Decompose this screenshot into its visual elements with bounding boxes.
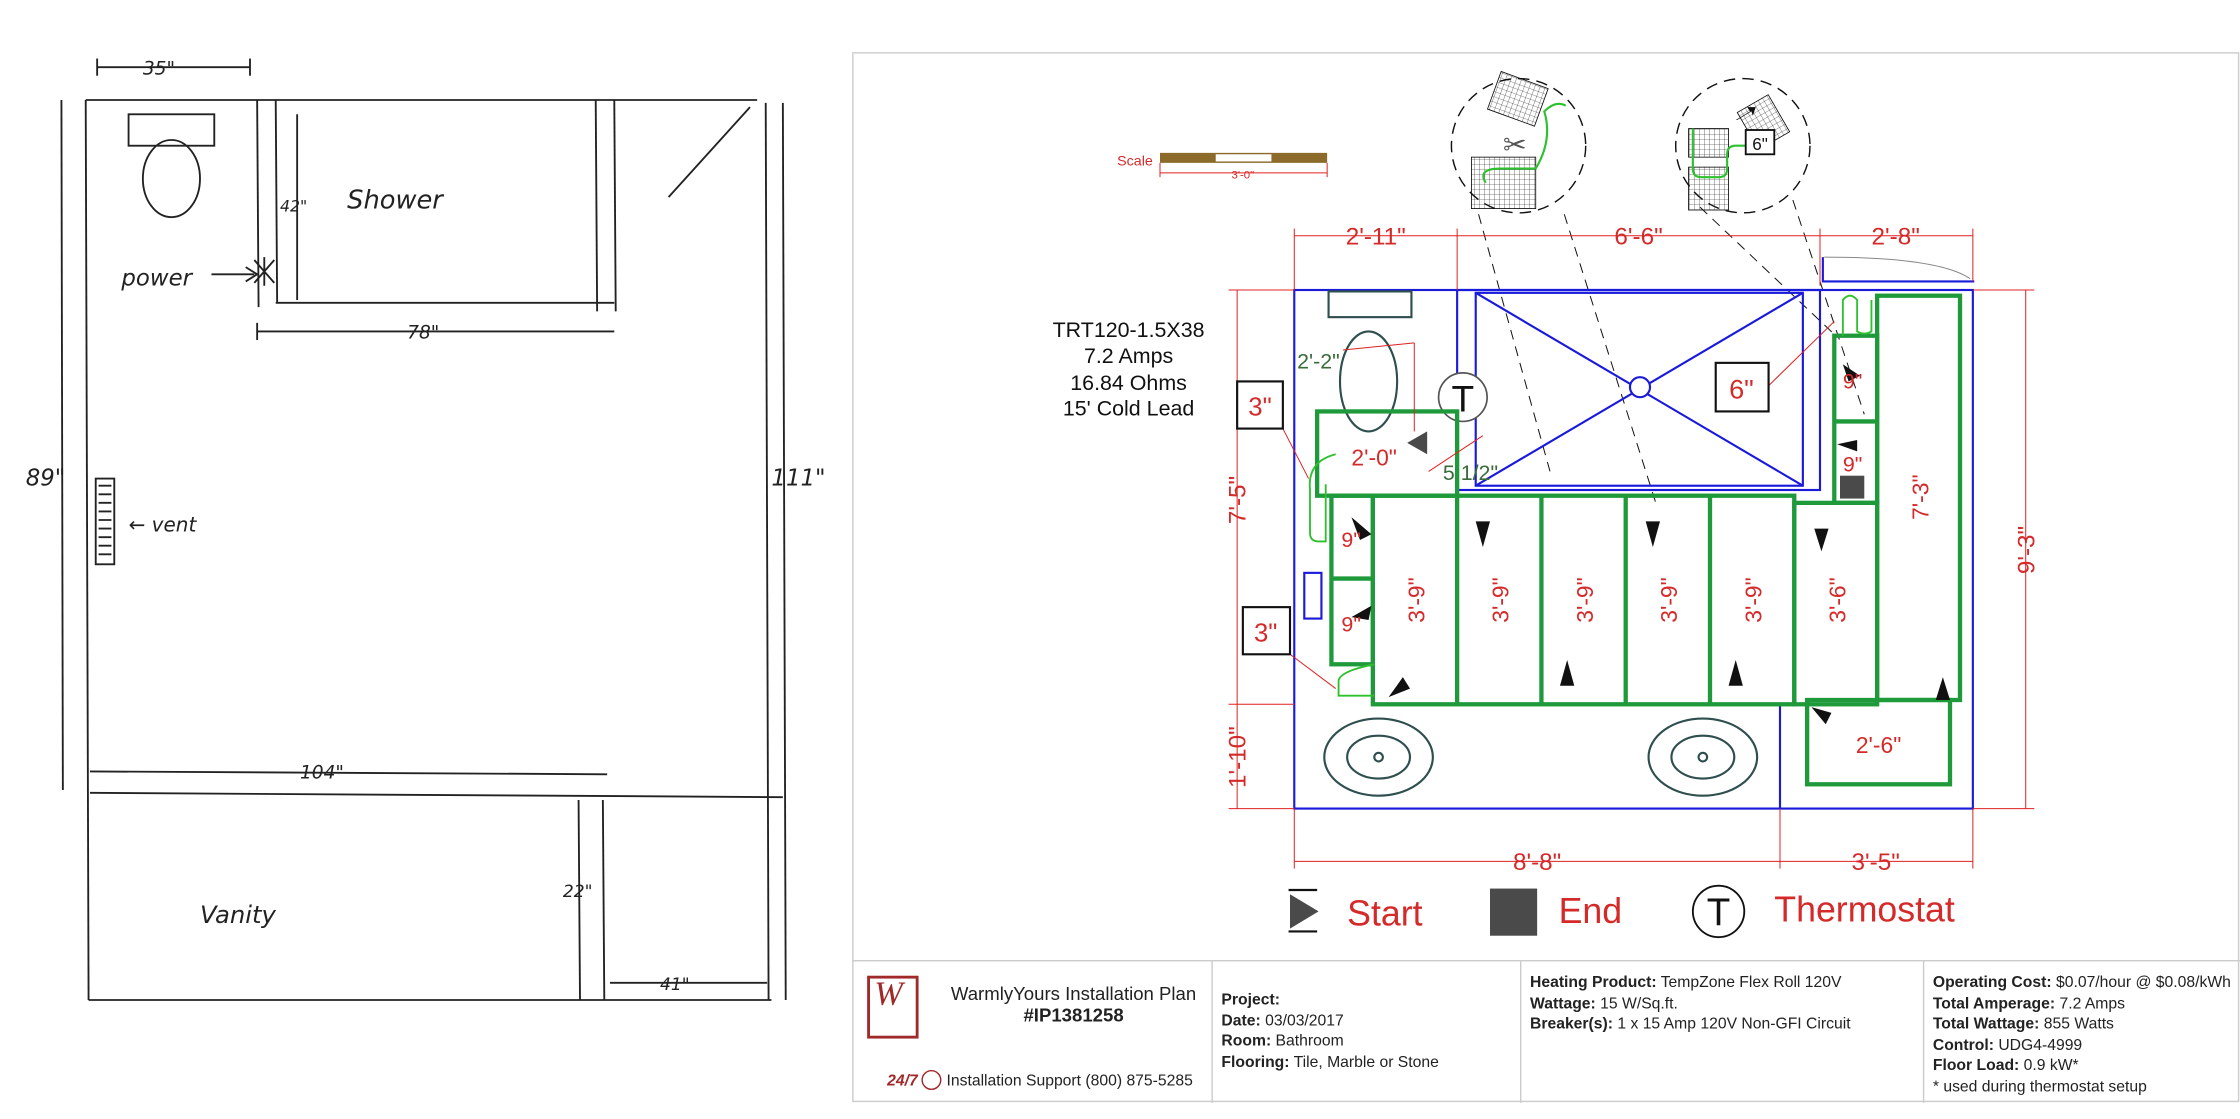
gap-detail-callout: 6" <box>1674 77 1865 415</box>
start-marker <box>1407 431 1428 455</box>
direction-arrows <box>1351 364 1950 725</box>
gap-callout-box <box>1714 361 1770 413</box>
mat-label: 2'-6" <box>1856 732 1901 758</box>
mat-label: 9" <box>1843 452 1863 476</box>
room-walls <box>1293 257 1975 810</box>
thermostat-glyph: T <box>1452 377 1475 419</box>
sketch-dim-shower-width: 78" <box>407 323 439 344</box>
support-badge: 24/7 <box>887 1072 918 1090</box>
thermostat-offset: 5 1/2" <box>1443 461 1498 485</box>
cut-detail-callout: ✂ <box>1450 70 1658 508</box>
sketch-dim-bottom-right: 41" <box>660 975 690 995</box>
dim-top-right: 2'-8" <box>1872 223 1920 250</box>
sinks <box>1323 717 1759 797</box>
sketch-dim-vanity-depth: 22" <box>563 882 593 902</box>
svg-text:15' Cold Lead: 15' Cold Lead <box>1063 397 1194 421</box>
sketch-dim-shower-depth: 42" <box>280 196 307 215</box>
svg-text:3": 3" <box>1254 619 1277 647</box>
mat-label: 3'-9" <box>1656 577 1682 623</box>
svg-text:Thermostat: Thermostat <box>1774 889 1955 929</box>
dim-top-left: 2'-11" <box>1346 223 1406 250</box>
brand-cell: W WarmlyYours Installation Plan #IP13812… <box>853 961 1213 1103</box>
cold-lead-wiring <box>1308 294 1873 697</box>
plan-number: #IP1381258 <box>1023 1003 1124 1025</box>
mat-label: 9" <box>1843 370 1863 394</box>
gap-callout-box <box>1241 606 1292 656</box>
info-panel: W WarmlyYours Installation Plan #IP13812… <box>852 959 2240 1103</box>
dim-left-upper: 7'-5" <box>1225 476 1252 524</box>
scissors-icon: ✂ <box>1503 129 1527 161</box>
mat-label: 3'-9" <box>1740 577 1766 623</box>
mat-label: 3'-6" <box>1825 577 1851 623</box>
svg-text:16.84 Ohms: 16.84 Ohms <box>1070 371 1187 395</box>
sketch-vanity-label: Vanity <box>200 900 277 929</box>
mat-label: 7'-3" <box>1908 474 1934 520</box>
dimension-lines <box>1228 228 2035 869</box>
heating-mats <box>1314 293 1963 787</box>
toilet <box>1327 290 1413 433</box>
sketch-vent-label: ← vent <box>129 512 198 536</box>
plan-sheet-frame <box>852 52 2240 1103</box>
detail-gap-label: 6" <box>1752 134 1768 154</box>
svg-text:6": 6" <box>1729 374 1754 405</box>
legend-end: End <box>1489 888 1623 936</box>
dim-top-mid: 6'-6" <box>1614 223 1662 250</box>
sketch-dim-right: 111" <box>771 466 825 492</box>
dim-bottom-right: 3'-5" <box>1852 849 1900 876</box>
gap-callout-box <box>1236 380 1284 430</box>
start-triangle-icon <box>1289 894 1319 929</box>
svg-text:TRT120-1.5X38: TRT120-1.5X38 <box>1053 318 1205 342</box>
scale-bar <box>1159 152 1328 178</box>
svg-text:T: T <box>1707 892 1731 935</box>
svg-text:Start: Start <box>1347 894 1422 934</box>
product-cell: Heating Product: TempZone Flex Roll 120V… <box>1521 961 1925 1103</box>
electrical-cell: Operating Cost: $0.07/hour @ $0.08/kWh T… <box>1924 961 2240 1102</box>
toilet-clearance: 2'-2" <box>1297 350 1340 374</box>
sketch-dim-top: 35" <box>143 58 175 79</box>
heater-spec: TRT120-1.5X38 7.2 Amps 16.84 Ohms 15' Co… <box>1053 318 1205 421</box>
sketch-dim-vanity-width: 104" <box>300 763 344 784</box>
end-marker <box>1839 475 1865 499</box>
mat-label: 2'-0" <box>1351 445 1397 471</box>
warmlyyours-logo: W <box>867 975 919 1039</box>
scale-value: 3'-0" <box>1231 170 1254 182</box>
dim-right: 9'-3" <box>2013 526 2040 574</box>
thermostat-legend-icon <box>1691 884 1746 939</box>
sketch-dim-left: 89" <box>26 466 66 492</box>
sketch-power-label: power <box>120 266 193 292</box>
svg-text:7.2 Amps: 7.2 Amps <box>1084 344 1173 368</box>
dim-left-lower: 1'-10" <box>1225 726 1252 788</box>
sketch-shower-label: Shower <box>347 186 444 216</box>
footnote: * used during thermostat setup <box>1932 1077 2147 1095</box>
clock-icon <box>922 1069 943 1090</box>
hand-sketch <box>60 58 787 1001</box>
svg-text:End: End <box>1559 891 1623 931</box>
svg-text:3": 3" <box>1248 394 1271 422</box>
legend-thermostat: T Thermostat <box>1691 884 1955 939</box>
mat-label: 3'-9" <box>1403 577 1429 623</box>
mat-label: 3'-9" <box>1488 577 1514 623</box>
dim-bottom-left: 8'-8" <box>1513 849 1561 876</box>
support-phone: Installation Support (800) 875-5285 <box>946 1072 1193 1090</box>
scale-label: Scale <box>1117 154 1153 170</box>
shower-drain <box>1628 376 1652 399</box>
brand-title: WarmlyYours Installation Plan <box>950 982 1197 1005</box>
legend: Start End T Thermostat <box>1288 884 1955 939</box>
mat-label: 3'-9" <box>1572 577 1598 623</box>
door-swing <box>1824 256 1971 279</box>
mat-label: 9" <box>1341 528 1361 552</box>
mat-label: 9" <box>1341 612 1361 636</box>
project-cell: Project: Date: 03/03/2017 Room: Bathroom… <box>1213 961 1522 1103</box>
legend-start: Start <box>1288 888 1423 934</box>
end-square-icon <box>1489 888 1538 936</box>
